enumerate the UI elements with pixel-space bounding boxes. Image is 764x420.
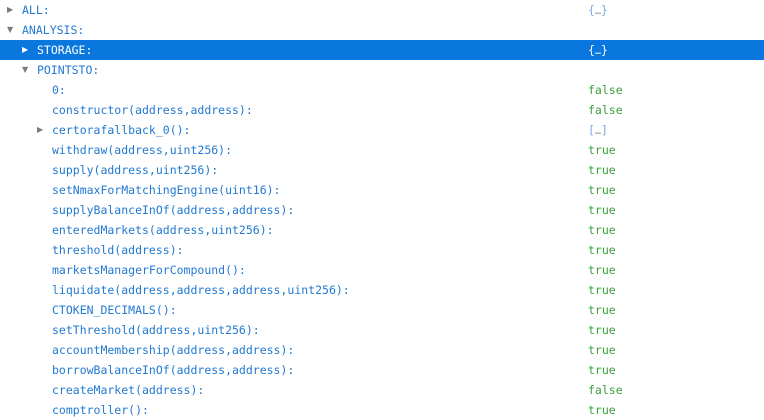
tree-row[interactable]: marketsManagerForCompound(): true xyxy=(0,260,764,280)
tree-row[interactable]: liquidate(address,address,address,uint25… xyxy=(0,280,764,300)
tree-row-label: certorafallback_0(): xyxy=(52,123,191,137)
tree-row[interactable]: 0: false xyxy=(0,80,764,100)
tree-row-value: true xyxy=(588,163,616,177)
tree-row[interactable]: setNmaxForMatchingEngine(uint16): true xyxy=(0,180,764,200)
tree-row-value: {…} xyxy=(588,3,608,17)
tree-row[interactable]: threshold(address): true xyxy=(0,240,764,260)
tree-row-value: false xyxy=(588,103,623,117)
tree-row[interactable]: ▼ ANALYSIS: xyxy=(0,20,764,40)
tree-row-value: true xyxy=(588,183,616,197)
tree-row[interactable]: setThreshold(address,uint256): true xyxy=(0,320,764,340)
tree-row-value: true xyxy=(588,143,616,157)
tree-row-label: marketsManagerForCompound(): xyxy=(52,263,246,277)
tree-row-value: true xyxy=(588,283,616,297)
tree-row-label: ALL: xyxy=(22,3,50,17)
tree-row-value: true xyxy=(588,203,616,217)
chevron-down-icon[interactable]: ▼ xyxy=(7,25,14,34)
tree-row-value: false xyxy=(588,83,623,97)
tree-row-label: accountMembership(address,address): xyxy=(52,343,295,357)
chevron-right-icon[interactable]: ▶ xyxy=(37,125,44,134)
tree-row-value: false xyxy=(588,383,623,397)
tree-row[interactable]: constructor(address,address): false xyxy=(0,100,764,120)
tree-row-value: […] xyxy=(588,123,608,137)
tree-row-label: 0: xyxy=(52,83,66,97)
tree-row-label: liquidate(address,address,address,uint25… xyxy=(52,283,350,297)
tree-row-label: supply(address,uint256): xyxy=(52,163,219,177)
tree-row-value: true xyxy=(588,303,616,317)
tree-row[interactable]: createMarket(address): false xyxy=(0,380,764,400)
tree-row[interactable]: borrowBalanceInOf(address,address): true xyxy=(0,360,764,380)
tree-row-label: POINTSTO: xyxy=(37,63,100,77)
chevron-down-icon[interactable]: ▼ xyxy=(22,65,29,74)
tree-row[interactable]: CTOKEN_DECIMALS(): true xyxy=(0,300,764,320)
tree-row-value: true xyxy=(588,263,616,277)
tree-row-label: comptroller(): xyxy=(52,403,149,417)
tree-row-value: true xyxy=(588,363,616,377)
tree-row-label: borrowBalanceInOf(address,address): xyxy=(52,363,295,377)
tree-row-label: constructor(address,address): xyxy=(52,103,253,117)
tree-row-value: true xyxy=(588,223,616,237)
tree-row[interactable]: ▶ ALL: {…} xyxy=(0,0,764,20)
tree-row[interactable]: withdraw(address,uint256): true xyxy=(0,140,764,160)
tree-row[interactable]: ▶ certorafallback_0(): […] xyxy=(0,120,764,140)
tree-row[interactable]: supply(address,uint256): true xyxy=(0,160,764,180)
tree-row-label: ANALYSIS: xyxy=(22,23,85,37)
tree-row-label: STORAGE: xyxy=(37,43,93,57)
tree-row[interactable]: accountMembership(address,address): true xyxy=(0,340,764,360)
chevron-right-icon[interactable]: ▶ xyxy=(7,5,14,14)
tree-row-label: setNmaxForMatchingEngine(uint16): xyxy=(52,183,281,197)
tree-row-label: threshold(address): xyxy=(52,243,184,257)
tree-row-value: true xyxy=(588,323,616,337)
chevron-right-icon[interactable]: ▶ xyxy=(22,45,29,54)
tree-row-value: true xyxy=(588,403,616,417)
tree-row[interactable]: supplyBalanceInOf(address,address): true xyxy=(0,200,764,220)
tree-row-label: CTOKEN_DECIMALS(): xyxy=(52,303,177,317)
tree-row-value: true xyxy=(588,343,616,357)
tree-row-label: createMarket(address): xyxy=(52,383,205,397)
tree-row[interactable]: enteredMarkets(address,uint256): true xyxy=(0,220,764,240)
tree-row-value: true xyxy=(588,243,616,257)
tree-row-label: withdraw(address,uint256): xyxy=(52,143,233,157)
tree-row[interactable]: ▼ POINTSTO: xyxy=(0,60,764,80)
tree-row-label: supplyBalanceInOf(address,address): xyxy=(52,203,295,217)
tree-row-label: enteredMarkets(address,uint256): xyxy=(52,223,274,237)
tree-row[interactable]: comptroller(): true xyxy=(0,400,764,420)
tree-row-label: setThreshold(address,uint256): xyxy=(52,323,260,337)
tree-row[interactable]: ▶ STORAGE: {…} xyxy=(0,40,764,60)
tree-row-value: {…} xyxy=(588,43,608,57)
